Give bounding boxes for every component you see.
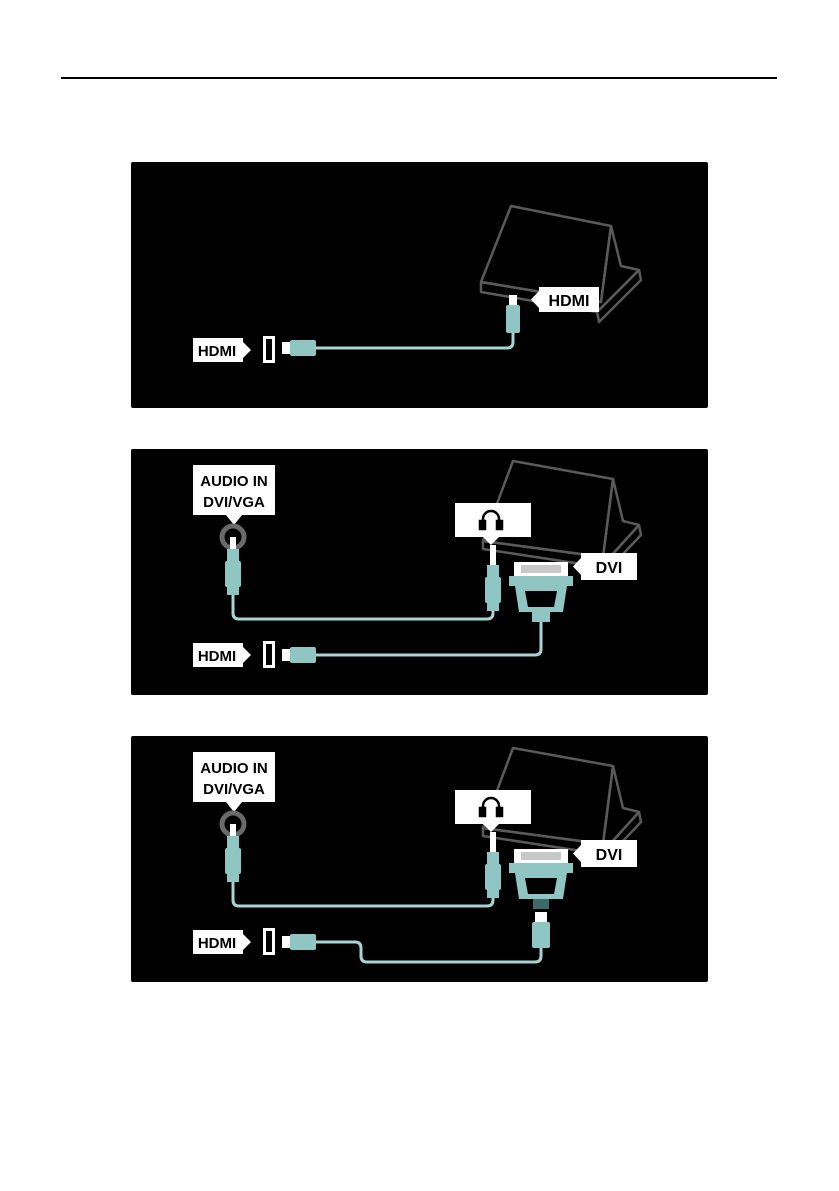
pc-port-label: DVI — [596, 847, 623, 864]
pc-dvi-label: DVI — [573, 553, 637, 580]
tv-hdmi-label: HDMI — [193, 338, 251, 362]
headphones-icon — [478, 796, 504, 818]
audio-in-label: AUDIO IN DVI/VGA — [193, 465, 275, 525]
tv-hdmi-label: HDMI — [193, 930, 251, 954]
tv-port-label: HDMI — [198, 935, 236, 952]
tv-hdmi-plug — [282, 647, 316, 663]
pc-port-label: DVI — [596, 560, 623, 577]
hdmi-port-icon — [263, 928, 275, 955]
panel-dvi-adapter-to-hdmi: AUDIO IN DVI/VGA — [131, 736, 708, 982]
left-audio-plug — [225, 824, 241, 882]
audio-in-line2: DVI/VGA — [203, 494, 265, 511]
tv-port-label: HDMI — [198, 343, 236, 360]
panel-dvi-to-hdmi-with-audio: AUDIO IN DVI/VGA — [131, 449, 708, 695]
tv-hdmi-label: HDMI — [193, 643, 251, 667]
pc-dvi-label: DVI — [573, 840, 637, 867]
dvi-diagram: AUDIO IN DVI/VGA — [193, 459, 643, 668]
panel-hdmi-to-hdmi: HDMI HDMI — [131, 162, 708, 408]
audio-cable — [231, 882, 495, 908]
hdmi-cable — [316, 333, 515, 350]
right-audio-plug — [485, 545, 501, 611]
headphones-icon — [478, 509, 504, 531]
hdmi-port-icon — [263, 641, 275, 668]
headphones-label — [455, 790, 531, 832]
hdmi-cable — [316, 940, 543, 964]
tv-hdmi-plug — [282, 934, 316, 950]
left-audio-plug — [225, 537, 241, 595]
dvi-adapter-diagram: AUDIO IN DVI/VGA — [193, 746, 643, 964]
audio-in-line1: AUDIO IN — [200, 473, 268, 490]
audio-in-line1: AUDIO IN — [200, 760, 268, 777]
pc-hdmi-plug — [506, 295, 520, 333]
dvi-connector-icon — [509, 562, 573, 622]
audio-in-line2: DVI/VGA — [203, 781, 265, 798]
tv-hdmi-plug — [282, 340, 316, 356]
hdmi-port-icon — [263, 336, 275, 363]
pc-port-label: HDMI — [549, 293, 590, 310]
hdmi-diagram: HDMI HDMI — [193, 204, 643, 363]
hdmi-cable — [316, 622, 543, 657]
dvi-connector-icon — [509, 849, 573, 909]
tv-port-label: HDMI — [198, 648, 236, 665]
pc-hdmi-label: HDMI — [531, 287, 599, 312]
audio-cable — [231, 595, 495, 621]
adapter-hdmi-plug — [532, 912, 550, 948]
right-audio-plug — [485, 832, 501, 898]
header-rule — [61, 77, 777, 79]
audio-in-label: AUDIO IN DVI/VGA — [193, 752, 275, 812]
headphones-label — [455, 503, 531, 545]
